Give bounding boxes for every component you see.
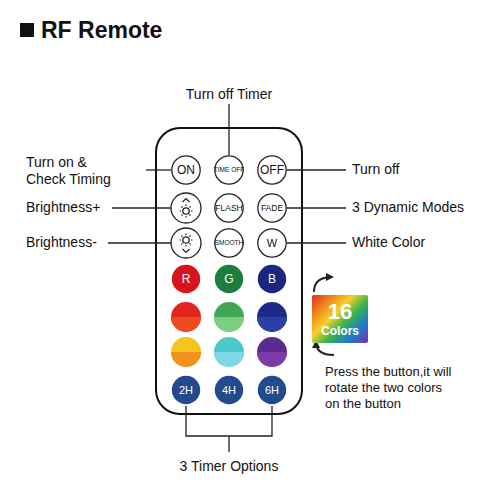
button-circle — [258, 265, 286, 293]
remote-button: W — [257, 228, 287, 258]
remote-button: G — [214, 264, 244, 294]
button-circle — [215, 156, 243, 184]
callout-label: Turn off — [352, 161, 482, 178]
leader-line — [287, 169, 346, 170]
button-label: G — [224, 273, 233, 285]
remote-button: 4H — [214, 375, 244, 405]
button-circle — [215, 229, 243, 257]
color-button — [171, 302, 201, 332]
color-buttons — [171, 302, 287, 367]
button-label: 4H — [222, 385, 236, 396]
callout-label: 3 Timer Options — [164, 458, 294, 475]
button-circle — [215, 194, 243, 222]
leader-line — [146, 169, 171, 170]
button-circle — [172, 376, 200, 404]
remote-button: 2H — [171, 375, 201, 405]
button-circle — [258, 229, 286, 257]
button-circle — [215, 376, 243, 404]
button-circle — [172, 156, 200, 184]
callout-label: 3 Dynamic Modes — [352, 199, 492, 216]
brightness-down-button — [171, 228, 201, 258]
color-button-half — [171, 317, 201, 332]
button-label: 2H — [179, 385, 193, 396]
remote-body — [156, 128, 302, 414]
callout-label: White Color — [352, 234, 482, 251]
button-label: FADE — [261, 204, 283, 213]
color-button-half — [171, 352, 201, 367]
color-button — [171, 337, 201, 367]
color-button — [214, 337, 244, 367]
color-button-half — [214, 317, 244, 332]
button-circle — [258, 194, 286, 222]
color-button-half — [257, 352, 287, 367]
color-badge: 16Colors — [312, 295, 368, 343]
button-label: B — [268, 273, 276, 285]
remote-button: R — [171, 264, 201, 294]
timer-bracket — [186, 406, 272, 452]
remote-button: 6H — [257, 375, 287, 405]
rotate-arrow — [316, 342, 334, 355]
leader-line — [112, 207, 171, 208]
leader-lines — [108, 104, 346, 243]
button-label: SMOOTH — [215, 240, 244, 247]
callout-label: Turn on & Check Timing — [26, 154, 122, 188]
color-button — [257, 337, 287, 367]
remote-button: SMOOTH — [214, 228, 244, 258]
leader-line — [287, 207, 346, 208]
remote-button: OFF — [257, 155, 287, 185]
callout-label: Turn off Timer — [179, 86, 279, 103]
button-label: W — [267, 238, 277, 249]
title: RF Remote — [41, 17, 162, 43]
button-label: OFF — [260, 164, 284, 176]
button-label: R — [182, 273, 191, 285]
remote-button: FADE — [257, 193, 287, 223]
title-square — [20, 23, 34, 37]
remote-button: B — [257, 264, 287, 294]
button-label: FLASH — [215, 204, 242, 213]
color-button-half — [257, 317, 287, 332]
leader-line — [228, 104, 229, 155]
leader-line — [108, 242, 171, 243]
button-circle — [215, 265, 243, 293]
callout-label: Brightness+ — [26, 199, 136, 216]
remote-button: ON — [171, 155, 201, 185]
button-circle — [172, 265, 200, 293]
color-button-half — [214, 352, 244, 367]
color-button — [257, 302, 287, 332]
callout-label: Press the button,it will rotate the two … — [325, 364, 453, 412]
badge-word: Colors — [321, 325, 359, 337]
color-button — [214, 302, 244, 332]
brightness-up-button — [171, 193, 201, 223]
button-label: TIME OFF — [214, 167, 244, 174]
button-label: 6H — [265, 385, 279, 396]
button-label: ON — [177, 164, 195, 176]
rotate-arrow — [314, 277, 332, 292]
button-circle — [258, 376, 286, 404]
badge-number: 16 — [328, 301, 352, 323]
remote-button: FLASH — [214, 193, 244, 223]
button-circle — [258, 156, 286, 184]
leader-line — [287, 242, 346, 243]
remote-button: TIME OFF — [214, 155, 244, 185]
callout-label: Brightness- — [26, 234, 136, 251]
